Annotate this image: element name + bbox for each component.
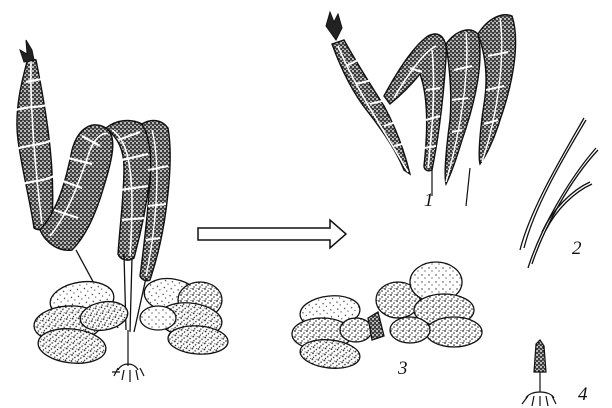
whole-plant: [14, 40, 229, 382]
bulb-cluster: 3: [292, 262, 482, 379]
leaves-detached: 1: [326, 12, 516, 211]
root-stub: 4: [522, 340, 588, 406]
plant-root: [112, 330, 144, 382]
petioles: 2: [520, 118, 598, 268]
detached-leaf-4: [478, 15, 516, 164]
detached-leaf-2: [384, 34, 446, 171]
plant-leaf-left: [14, 40, 54, 230]
detached-leaf-3: [445, 30, 480, 184]
label-4: 4: [578, 384, 588, 405]
label-1: 1: [424, 190, 434, 211]
arrow-right-icon: [198, 220, 346, 248]
label-3: 3: [397, 358, 408, 379]
label-2: 2: [572, 238, 582, 259]
